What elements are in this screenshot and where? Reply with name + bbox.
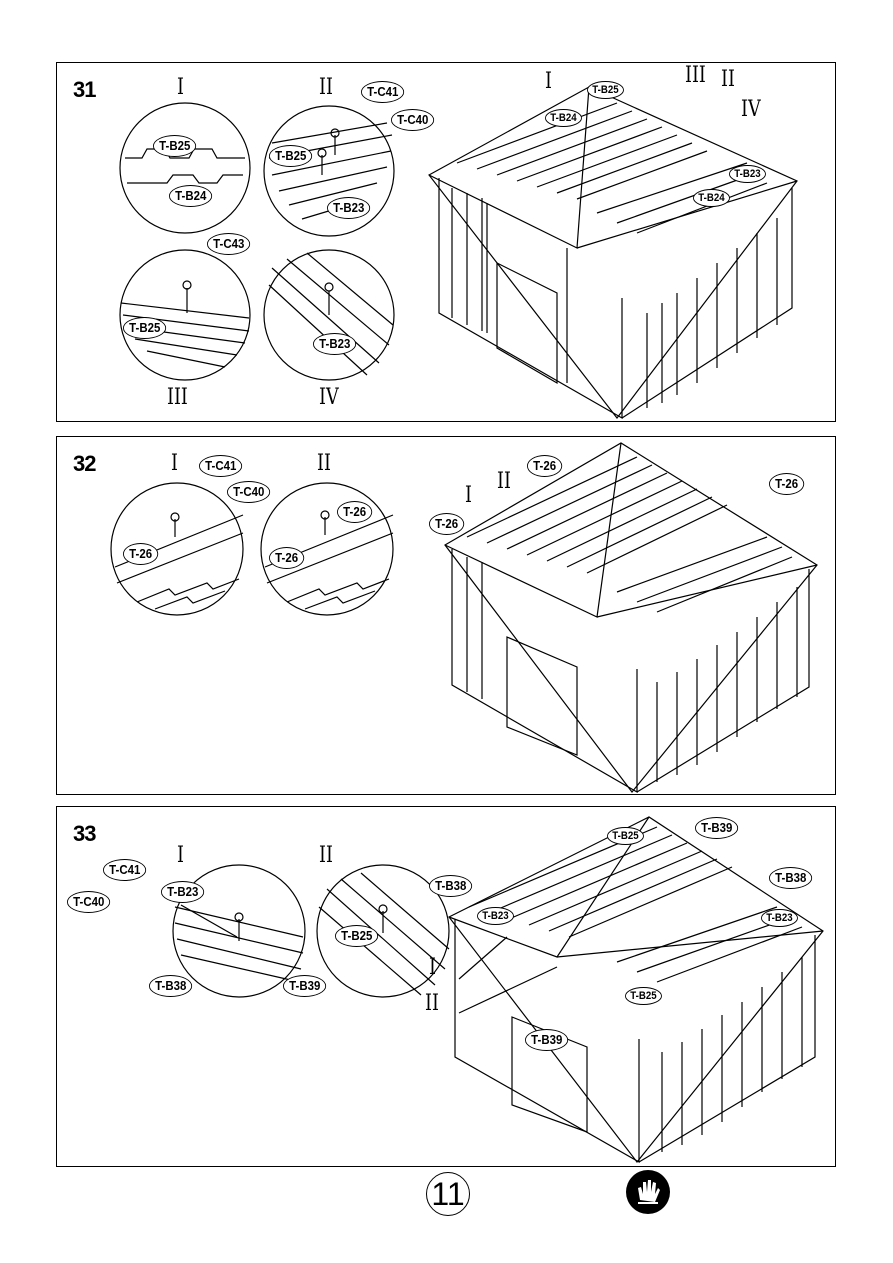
step-number: 32: [73, 451, 97, 476]
part-label: T-C40: [67, 891, 111, 913]
step-32-illustration: [110, 442, 818, 794]
part-label: T-B24: [169, 185, 213, 207]
shed-numeral-I: I: [429, 955, 436, 980]
detail-circle-II: [316, 864, 450, 998]
part-label: T-26: [527, 455, 563, 477]
part-label: T-B38: [149, 975, 193, 997]
part-label: T-26: [769, 473, 805, 495]
gloves-icon: [626, 1170, 670, 1214]
part-label: T-C41: [199, 455, 243, 477]
step-31-illustration: [119, 86, 798, 420]
shed-numeral-II: II: [721, 67, 735, 92]
shed-drawing: [444, 442, 818, 794]
part-label: T-C43: [207, 233, 251, 255]
part-label: T-B25: [587, 81, 624, 99]
detail-circle-IV: [263, 249, 395, 381]
part-label: T-C40: [227, 481, 271, 503]
numeral-I: I: [171, 451, 178, 476]
numeral-II: II: [317, 451, 331, 476]
detail-circle-II: [263, 105, 395, 237]
part-label: T-B24: [545, 109, 582, 127]
part-label: T-26: [429, 513, 465, 535]
shed-numeral-I: I: [545, 69, 552, 94]
shed-numeral-III: III: [685, 63, 706, 88]
page-number: 11: [426, 1172, 470, 1216]
step-number: 33: [73, 821, 97, 846]
numeral-I: I: [177, 75, 184, 100]
part-label: T-B38: [769, 867, 813, 889]
part-label: T-B25: [153, 135, 197, 157]
shed-numeral-IV: IV: [741, 97, 761, 122]
shed-numeral-II: II: [497, 469, 511, 494]
part-label: T-B23: [729, 165, 766, 183]
part-label: T-B24: [693, 189, 730, 207]
numeral-III: III: [167, 385, 188, 410]
part-label: T-C41: [103, 859, 147, 881]
part-label: T-B39: [283, 975, 327, 997]
part-label: T-B39: [525, 1029, 569, 1051]
numeral-II: II: [319, 843, 333, 868]
numeral-II: II: [319, 75, 333, 100]
part-label: T-B38: [429, 875, 473, 897]
part-label: T-B39: [695, 817, 739, 839]
detail-circle-III: [119, 249, 251, 381]
part-label: T-26: [123, 543, 159, 565]
part-label: T-26: [269, 547, 305, 569]
step-number: 31: [73, 77, 97, 102]
part-label: T-C41: [361, 81, 405, 103]
shed-numeral-II: II: [425, 991, 439, 1016]
detail-circle-I: [119, 102, 251, 234]
part-label: T-B23: [161, 881, 205, 903]
step-32-panel: 32 I II I II: [56, 436, 836, 795]
detail-circle-I: [172, 864, 306, 998]
part-label: T-B25: [269, 145, 313, 167]
part-label: T-26: [337, 501, 373, 523]
part-label: T-B23: [477, 907, 514, 925]
part-label: T-B25: [123, 317, 167, 339]
part-label: T-B25: [335, 925, 379, 947]
numeral-IV: IV: [319, 385, 339, 410]
shed-drawing: [428, 86, 798, 420]
step-33-panel: 33 I II I II T-C41 T-B23: [56, 806, 836, 1167]
part-label: T-B23: [313, 333, 357, 355]
step-33-illustration: [172, 816, 824, 1164]
part-label: T-B25: [607, 827, 644, 845]
part-label: T-B25: [625, 987, 662, 1005]
shed-numeral-I: I: [465, 483, 472, 508]
step-31-panel: 31: [56, 62, 836, 422]
numeral-I: I: [177, 843, 184, 868]
part-label: T-B23: [761, 909, 798, 927]
part-label: T-B23: [327, 197, 371, 219]
detail-circle-I: [110, 482, 244, 616]
part-label: T-C40: [391, 109, 435, 131]
